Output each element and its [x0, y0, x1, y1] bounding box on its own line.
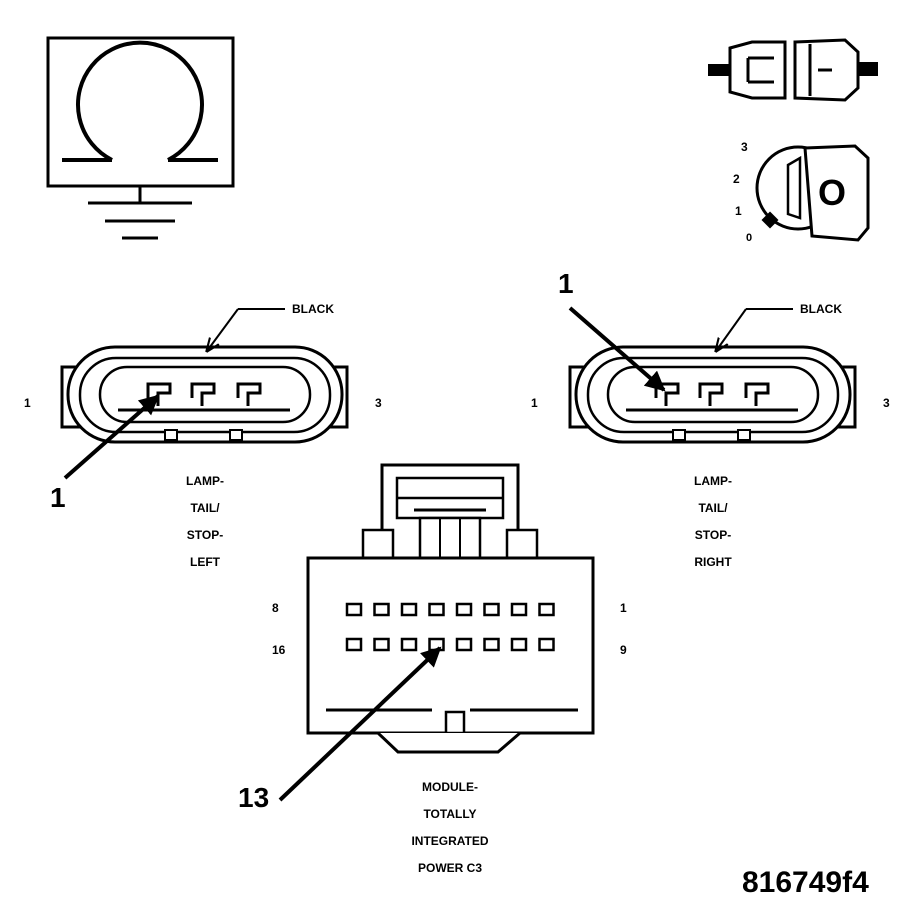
callout-arrow [63, 394, 160, 480]
right-connector-callout: 1 [558, 268, 574, 299]
module-cavity [345, 602, 363, 617]
left-connector-pin-last: 3 [375, 396, 382, 410]
module-cavity [345, 637, 363, 652]
module-cavity-grid [345, 602, 555, 652]
ignition-key-letter: O [818, 172, 847, 213]
right-connector-pin-last: 3 [883, 396, 890, 410]
right-connector-pin-first: 1 [531, 396, 538, 410]
left-connector-name: LAMP- TAIL/ STOP- LEFT [150, 468, 260, 576]
right-connector-name-line: LAMP- [694, 474, 732, 488]
connector-left-terminal [236, 382, 262, 406]
module-name-line: TOTALLY [423, 807, 477, 821]
module-pin-bottom-left: 16 [272, 643, 286, 657]
leader-arrow [716, 308, 747, 351]
module-cavity [455, 637, 473, 652]
module-cavity [510, 637, 528, 652]
module-cavity [538, 602, 555, 617]
connector-right-terminal [744, 382, 770, 406]
module-pin-bottom-right: 9 [620, 643, 627, 657]
connector-right [568, 345, 857, 444]
leader-arrow [207, 308, 239, 351]
ignition-position-3: 3 [741, 140, 748, 154]
module-callout: 13 [238, 782, 270, 813]
module-pin-top-right: 1 [620, 601, 627, 615]
module-cavity [428, 602, 445, 617]
module-name-line: MODULE- [422, 780, 478, 794]
module-name: MODULE- TOTALLY INTEGRATED POWER C3 [375, 774, 525, 882]
module-cavity [373, 602, 390, 617]
left-connector-name-line: STOP- [186, 528, 224, 542]
callout-arrow [278, 646, 442, 802]
module-cavity [455, 602, 473, 617]
left-connector-name-line: LAMP- [186, 474, 224, 488]
ignition-position-1: 1 [735, 204, 742, 218]
connector-module [306, 463, 595, 754]
left-connector-name-line: LEFT [190, 555, 220, 569]
module-name-line: INTEGRATED [411, 834, 489, 848]
module-pin-top-left: 8 [272, 601, 279, 615]
module-cavity [538, 637, 555, 652]
module-cavity [510, 602, 528, 617]
left-connector-color: BLACK [292, 302, 334, 316]
right-connector-name-line: STOP- [694, 528, 732, 542]
ignition-position-0: 0 [746, 232, 753, 244]
figure-id: 816749f4 [742, 866, 869, 899]
left-connector-name-line: TAIL/ [190, 501, 220, 515]
left-connector-callout: 1 [50, 482, 66, 513]
module-cavity [483, 602, 500, 617]
callout-arrow [568, 306, 666, 392]
module-cavity [373, 637, 390, 652]
module-cavity [428, 637, 445, 652]
right-connector-name: LAMP- TAIL/ STOP- RIGHT [658, 468, 768, 576]
left-connector-pin-first: 1 [24, 396, 31, 410]
ignition-key-icon [755, 144, 870, 242]
ohmmeter-icon [46, 36, 235, 240]
connector-left [60, 345, 349, 444]
right-connector-name-line: RIGHT [694, 555, 732, 569]
module-cavity [400, 602, 418, 617]
module-cavity [400, 637, 418, 652]
connector-left-terminal [190, 382, 216, 406]
right-connector-name-line: TAIL/ [698, 501, 728, 515]
module-cavity [483, 637, 500, 652]
connector-right-terminal [698, 382, 724, 406]
module-name-line: POWER C3 [417, 861, 482, 875]
right-connector-color: BLACK [800, 302, 842, 316]
ignition-position-2: 2 [733, 172, 740, 186]
disconnect-connector-icon [708, 38, 878, 102]
